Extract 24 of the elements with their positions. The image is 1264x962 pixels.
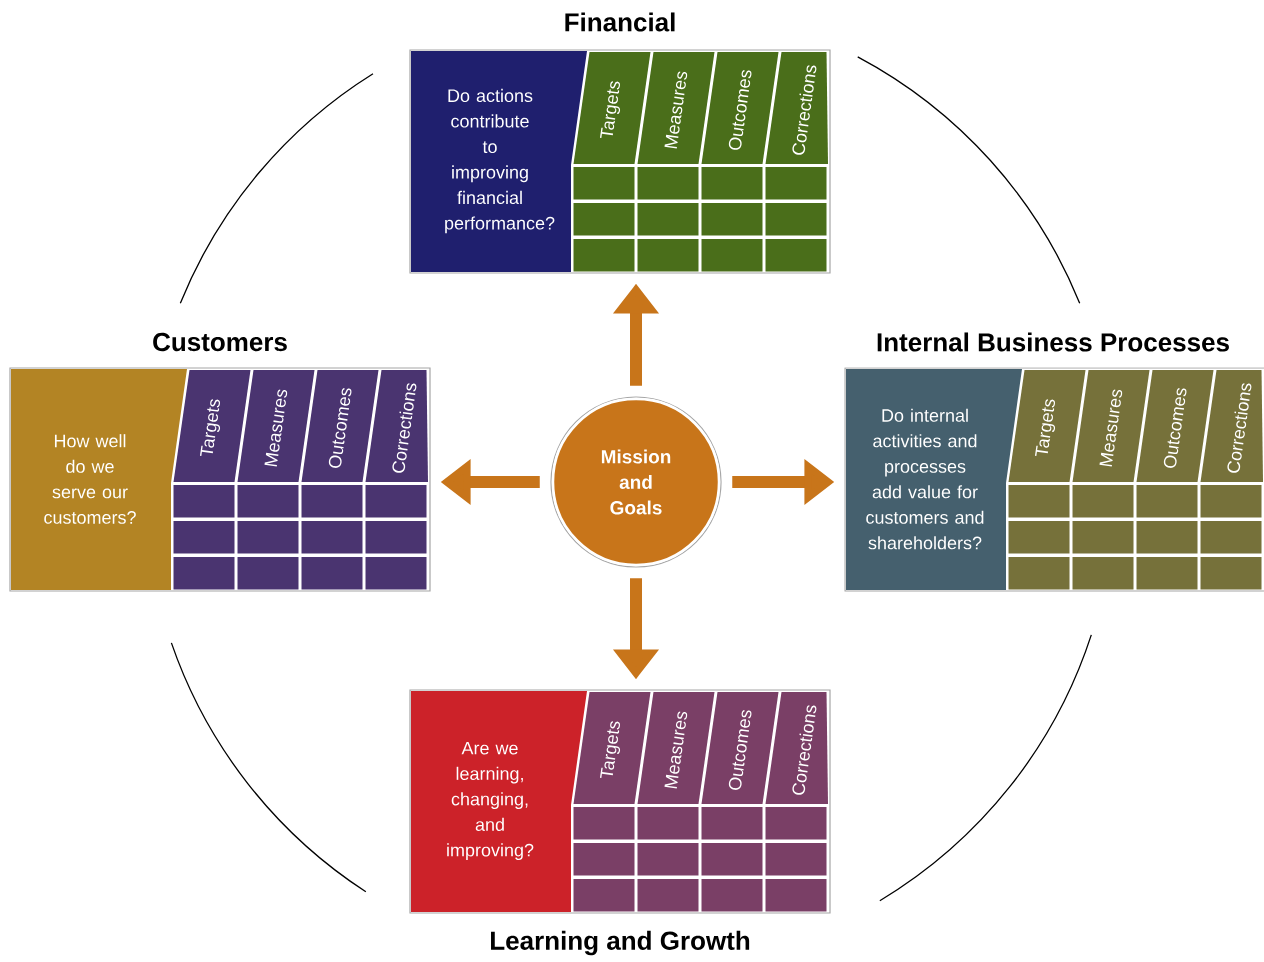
panel-heading: Customers — [153, 332, 287, 352]
question-box: How well do we serve our customers? — [11, 369, 187, 590]
panel-heading: Financial — [565, 12, 675, 32]
column-header: Targets — [173, 370, 251, 482]
column-header: Targets — [573, 52, 651, 164]
question-box: Are we learning, changing, and improving? — [411, 691, 587, 912]
column-header: Corrections — [365, 370, 428, 482]
column-header: Outcomes — [701, 52, 779, 164]
column-header: Measures — [637, 692, 715, 804]
column-header: Outcomes — [301, 370, 379, 482]
column-header: Measures — [637, 52, 715, 164]
question-box: Do internal activities and processes add value for customers and shareholders? — [846, 369, 1022, 590]
column-header: Corrections — [765, 692, 828, 804]
column-header: Corrections — [765, 52, 828, 164]
column-header: Measures — [237, 370, 315, 482]
column-header: Targets — [1008, 370, 1086, 482]
column-header: Outcomes — [701, 692, 779, 804]
column-header: Measures — [1072, 370, 1150, 482]
panel-heading: Learning and Growth — [491, 930, 750, 956]
column-header: Targets — [573, 692, 651, 804]
question-box: Do actions contribute to improving financial performance? — [411, 51, 587, 272]
column-header: Outcomes — [1136, 370, 1214, 482]
column-header: Corrections — [1200, 370, 1263, 482]
panel-heading: Internal Business Processes — [877, 332, 1229, 352]
